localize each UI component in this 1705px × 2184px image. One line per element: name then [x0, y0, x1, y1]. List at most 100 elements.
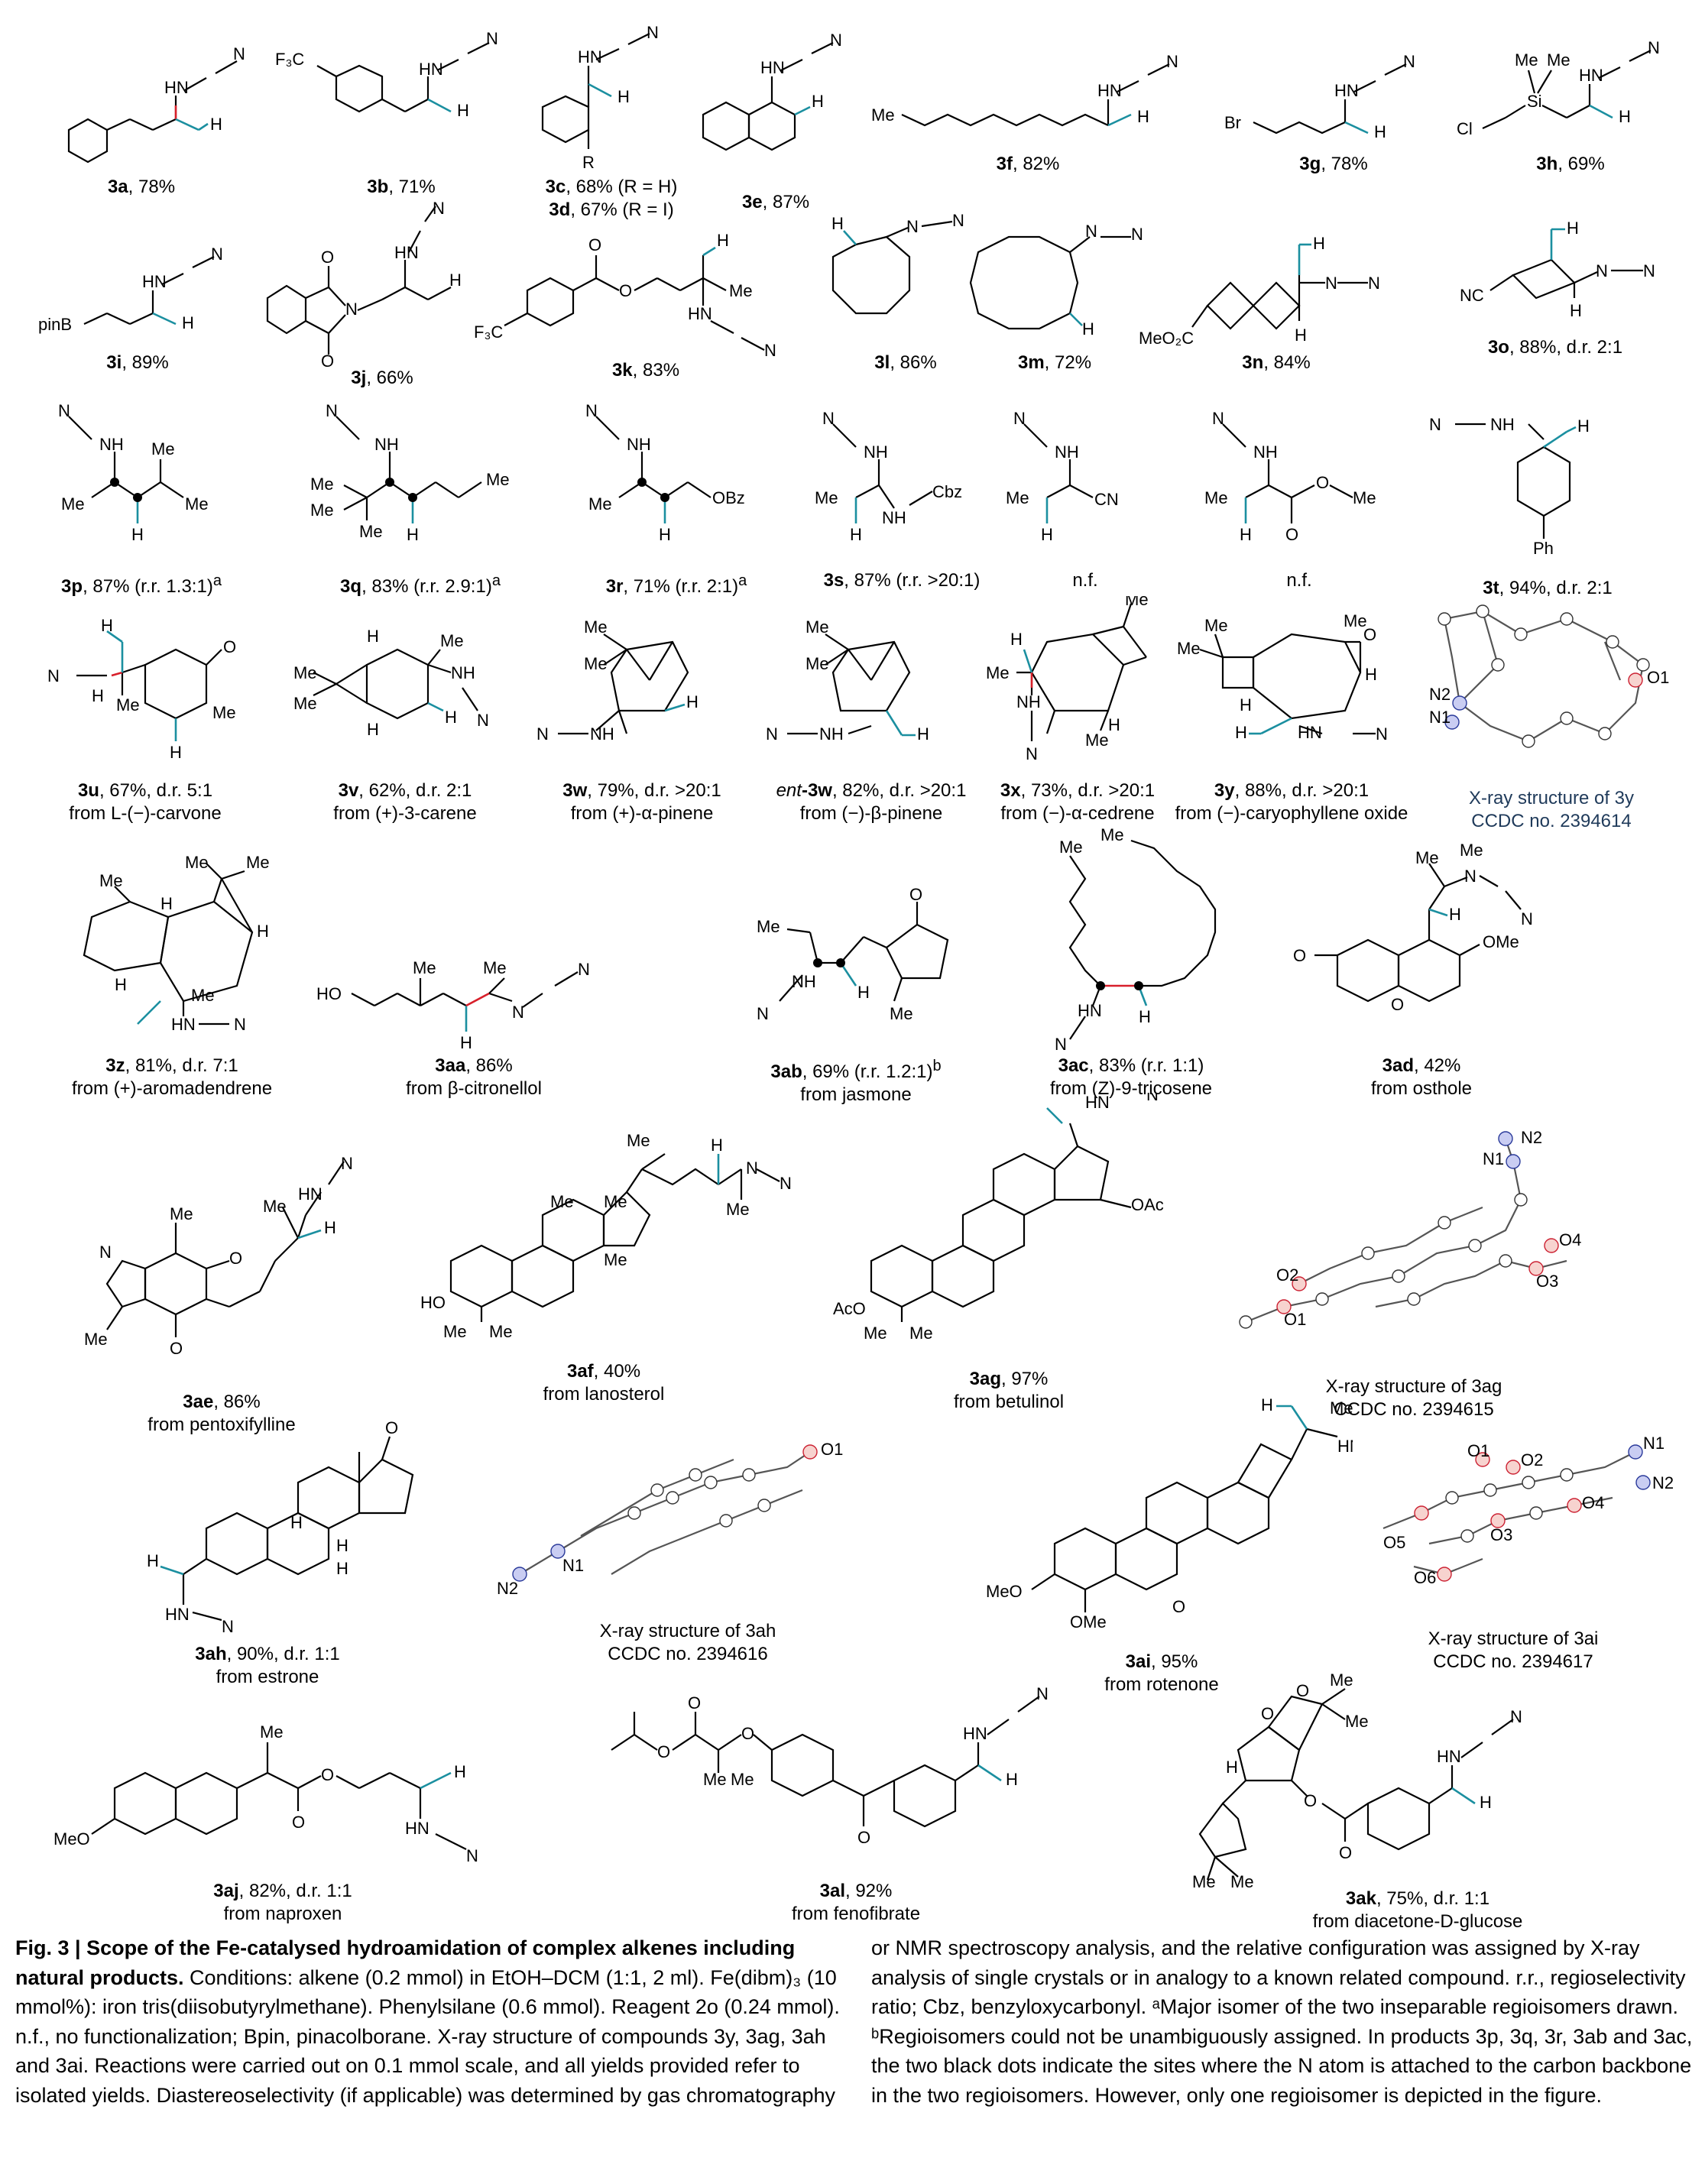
svg-text:O: O	[385, 1418, 398, 1437]
figure-title: Fig. 3 | Scope of the Fe-catalysed hydro…	[15, 1936, 796, 1989]
compound-label: 3a, 78%	[107, 177, 176, 197]
compound-3ab: O Me Me NH N H 3ab, 69% (r.r. 1.2:1)b fr…	[726, 879, 986, 1107]
structure-3ad: O O Me Me N N H OMe	[1293, 841, 1533, 1014]
structure-3r: N NH Me OBz H	[585, 401, 745, 544]
compound-3n: H N N H MeO₂C 3n, 84%	[1131, 199, 1421, 374]
figure-caption-right: or NMR spectroscopy analysis, and the re…	[871, 1933, 1697, 2110]
svg-text:Me: Me	[815, 488, 838, 507]
svg-text:Me: Me	[890, 1004, 913, 1023]
svg-text:HN: HN	[142, 272, 167, 291]
svg-text:N: N	[433, 199, 445, 218]
svg-text:N2: N2	[1521, 1131, 1542, 1147]
svg-text:HO: HO	[420, 1293, 446, 1312]
structure-3i: pinB HN N H	[38, 245, 223, 334]
svg-text:O: O	[688, 1693, 701, 1713]
compound-ent-3w: Me Me N NH H ent-3w, 82%, d.r. >20:1 fro…	[757, 596, 986, 825]
svg-text:Me: Me	[909, 1324, 933, 1343]
svg-text:HN: HN	[578, 47, 602, 66]
svg-text:H: H	[1567, 219, 1579, 238]
svg-text:N: N	[536, 724, 549, 744]
compound-3ah: O H HN N H H H 3ah, 90%, d.r. 1:1 from e…	[107, 1398, 428, 1689]
svg-text:Cbz: Cbz	[932, 482, 962, 501]
svg-text:Me: Me	[550, 1192, 574, 1211]
structure-3ae: Me O O N Me Me HN N H	[84, 1154, 353, 1358]
svg-text:N: N	[1036, 1684, 1049, 1703]
svg-text:Me: Me	[1177, 639, 1201, 658]
svg-text:O: O	[909, 885, 922, 904]
structure-3h: Cl Si Me Me HN N H	[1457, 38, 1660, 138]
svg-text:OBz: OBz	[712, 488, 745, 507]
svg-text:N: N	[1464, 867, 1476, 886]
svg-text:H: H	[324, 1218, 336, 1237]
svg-text:O: O	[321, 1765, 334, 1784]
svg-text:N2: N2	[497, 1579, 518, 1598]
svg-text:AcO: AcO	[833, 1299, 866, 1318]
structure-3g: Br HN N H	[1224, 52, 1415, 141]
svg-text:H: H	[336, 1559, 348, 1578]
svg-text:H: H	[659, 525, 671, 544]
svg-text:H: H	[1480, 1793, 1492, 1812]
svg-text:O1: O1	[821, 1440, 843, 1459]
compound-3x: H Me NH N Me H Me 3x, 73%, d.r. >20:1 fr…	[971, 596, 1185, 825]
svg-text:Me: Me	[1330, 1670, 1353, 1690]
structure-3al: O O O Me Me O HN N H	[611, 1684, 1049, 1847]
compound-3k: F₃C O O H Me HN N 3k, 83%	[474, 206, 818, 382]
svg-text:H: H	[367, 627, 379, 646]
compound-3af: HO Me Me Me Me Me Me H Me N N 3af, 40% f…	[397, 1131, 810, 1406]
structure-3j: O O N HN N H	[266, 199, 462, 367]
svg-text:N: N	[47, 666, 60, 685]
svg-text:N: N	[766, 724, 778, 744]
svg-text:HN: HN	[760, 58, 785, 77]
compound-3ae: Me O O N Me Me HN N H 3ae, 86% from pent…	[69, 1154, 374, 1437]
structure-3x: H Me NH N Me H Me	[986, 596, 1149, 763]
svg-text:Cl: Cl	[1457, 119, 1473, 138]
structure-3k: F₃C O O H Me HN N	[474, 231, 776, 359]
compound-3v: H H Me Me Me NH N H 3v, 62%, d.r. 2:1 fr…	[290, 596, 520, 825]
svg-text:N: N	[234, 1015, 246, 1034]
svg-text:H: H	[1374, 122, 1386, 141]
svg-text:N: N	[585, 401, 598, 420]
svg-text:H: H	[457, 101, 469, 120]
svg-text:Me: Me	[1204, 488, 1228, 507]
structure-3ak: Me Me O O H O O Me Me HN N H	[1192, 1670, 1522, 1888]
svg-text:HN: HN	[1078, 1001, 1102, 1020]
xray-structure-3ag: O2 O1 O3 O4 N1 N2	[1239, 1131, 1581, 1329]
svg-text:H: H	[1365, 665, 1377, 684]
compound-3j: O O N HN N H 3j, 66%	[252, 199, 512, 390]
structure-3ac: Me Me HN H N	[1055, 825, 1217, 1054]
compound-3a: HN N H 3a, 78%	[15, 23, 267, 199]
svg-text:Me: Me	[1100, 825, 1124, 844]
svg-text:N: N	[780, 1174, 792, 1193]
svg-text:Me: Me	[1415, 848, 1439, 867]
svg-text:H: H	[617, 87, 630, 106]
svg-text:Me: Me	[703, 1770, 727, 1789]
svg-text:N: N	[822, 409, 835, 428]
svg-text:HN: HN	[1097, 81, 1122, 100]
compound-3ai: H Me HN MeO OMe O 3ai, 95% from rotenone	[971, 1398, 1353, 1696]
svg-text:O: O	[1339, 1843, 1352, 1862]
compound-3ag: HN N OAc AcO Me Me 3ag, 97% from betulin…	[810, 1093, 1207, 1414]
svg-text:H: H	[1108, 715, 1120, 734]
svg-text:O: O	[1293, 946, 1306, 965]
svg-text:H: H	[1313, 234, 1325, 253]
svg-text:H: H	[92, 686, 104, 705]
svg-text:HN: HN	[1298, 723, 1322, 742]
svg-text:N: N	[1521, 909, 1533, 928]
compound-3m: N N H 3m, 72%	[948, 206, 1162, 374]
svg-text:N: N	[1429, 415, 1441, 434]
svg-text:Me: Me	[486, 470, 510, 489]
svg-text:O1: O1	[1284, 1310, 1306, 1329]
svg-text:NH: NH	[792, 972, 816, 991]
compound-3h: Cl Si Me Me HN N H 3h, 69%	[1452, 23, 1689, 176]
svg-text:H: H	[1577, 416, 1590, 436]
svg-text:O1: O1	[1647, 668, 1669, 687]
svg-text:O: O	[857, 1828, 870, 1847]
svg-text:OMe: OMe	[1483, 932, 1519, 951]
svg-text:H: H	[1139, 1007, 1151, 1026]
svg-text:N2: N2	[1652, 1473, 1674, 1492]
structure-3y: Me Me O Me H H H HN N	[1177, 611, 1388, 744]
svg-text:Me: Me	[805, 654, 829, 673]
svg-text:Me: Me	[1460, 841, 1483, 860]
svg-text:N: N	[1166, 52, 1178, 71]
atom-nh: HN	[164, 78, 189, 97]
